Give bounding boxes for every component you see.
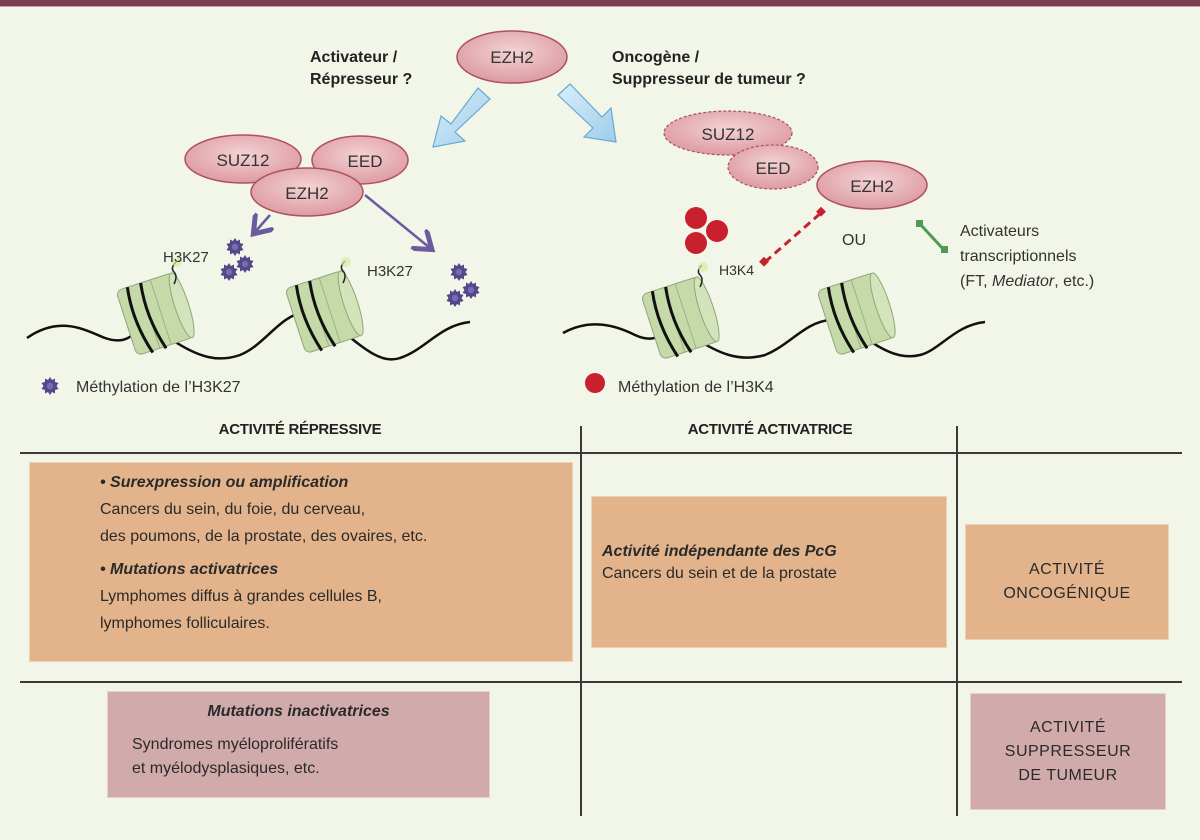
- legend-h3k4-text: Méthylation de l’H3K4: [618, 379, 774, 396]
- nucleosome-left-2: [283, 257, 370, 358]
- dashed-interaction-line: [764, 210, 823, 264]
- question-right-line-2: Suppresseur de tumeur ?: [612, 71, 806, 88]
- row-label-tumor-suppressor: ACTIVITÉ SUPPRESSEUR DE TUMEUR: [970, 693, 1166, 810]
- left-suz12-protein: [184, 134, 302, 184]
- activating-oncogenic-box: Activité indépendante des PcG Cancers du…: [591, 496, 947, 648]
- h3k27-methyl-cluster-2-icon: [446, 263, 480, 307]
- h3k4-legend-icon: [585, 373, 605, 393]
- right-ezh2-protein: [816, 160, 928, 210]
- pcg-independent-title: Activité indépendante des PcG: [602, 543, 837, 560]
- table-divider-header: [20, 452, 1182, 454]
- top-ezh2-protein: EZH2: [456, 30, 568, 84]
- legend-h3k27-text: Méthylation de l’H3K27: [76, 379, 241, 396]
- overexpression-title: • Surexpression ou amplification: [100, 474, 349, 491]
- purple-arrow-right-icon: [364, 194, 430, 248]
- svg-text:EZH2: EZH2: [850, 177, 893, 196]
- svg-text:SUZ12: SUZ12: [702, 125, 755, 144]
- overexpression-line-1: Cancers du sein, du foie, du cerveau,: [100, 501, 366, 518]
- header-repressive-activity: ACTIVITÉ RÉPRESSIVE: [218, 421, 382, 438]
- diagram-canvas: EZH2 SUZ12 EED EZH2 H3K27 H3K27: [26, 30, 1094, 396]
- table-divider-row: [20, 681, 1182, 683]
- activating-mutations-title: • Mutations activatrices: [100, 561, 279, 578]
- svg-text:EED: EED: [756, 159, 791, 178]
- table-divider-col-2: [956, 426, 958, 816]
- blue-arrow-right-icon: [557, 83, 617, 143]
- pcg-independent-line: Cancers du sein et de la prostate: [602, 565, 837, 582]
- row-label-oncogenic-line-1: ACTIVITÉ: [1028, 561, 1105, 578]
- repressive-oncogenic-box: • Surexpression ou amplification Cancers…: [29, 462, 573, 662]
- dna-strand-right: [562, 318, 986, 359]
- h3k27-label-2: H3K27: [367, 263, 413, 280]
- activating-mutations-line-1: Lymphomes diffus à grandes cellules B,: [100, 588, 382, 605]
- row-label-oncogenic: ACTIVITÉ ONCOGÉNIQUE: [965, 524, 1169, 640]
- question-left-line-1: Activateur /: [310, 49, 398, 66]
- row-label-suppressor-line-3: DE TUMEUR: [1018, 766, 1118, 784]
- inactivating-mutations-line-2: et myélodysplasiques, etc.: [132, 760, 320, 777]
- nucleosome-left-1: [114, 257, 201, 360]
- h3k27-legend-icon: [41, 377, 59, 395]
- activators-detail: (FT, Mediator, etc.): [960, 273, 1094, 290]
- oncogene-suppressor-question: Oncogène / Suppresseur de tumeur ?: [612, 47, 806, 91]
- left-prc2-complex: SUZ12 EED EZH2: [184, 134, 409, 217]
- activating-mutations-line-2: lymphomes folliculaires.: [100, 615, 270, 632]
- h3k27-label-1: H3K27: [163, 249, 209, 266]
- left-ezh2-protein: [250, 167, 364, 217]
- header-activating-activity: ACTIVITÉ ACTIVATRICE: [687, 421, 853, 438]
- or-label: OU: [842, 232, 866, 249]
- inactivating-mutations-line-1: Syndromes myéloprolifératifs: [132, 736, 339, 753]
- activators-label: Activateurs transcriptionnels: [960, 223, 1077, 265]
- blue-arrow-left-icon: [432, 87, 491, 148]
- svg-text:EED: EED: [348, 152, 383, 171]
- svg-text:EZH2: EZH2: [285, 184, 328, 203]
- question-right-line-1: Oncogène /: [612, 49, 700, 66]
- h3k4-methyl-cluster-icon: [685, 207, 728, 254]
- dna-strand-left: [26, 310, 471, 361]
- repressive-suppressor-box: Mutations inactivatrices Syndromes myélo…: [107, 691, 490, 798]
- question-left-line-2: Répresseur ?: [310, 71, 413, 88]
- right-suz12-protein: [663, 110, 793, 156]
- top-border-bar: [0, 0, 1200, 7]
- overexpression-line-2: des poumons, de la prostate, des ovaires…: [100, 528, 428, 545]
- row-label-suppressor-line-1: ACTIVITÉ: [1029, 718, 1106, 736]
- green-activator-connector-icon: [916, 220, 948, 253]
- purple-arrow-left-icon: [255, 215, 270, 232]
- right-eed-protein: [727, 144, 819, 190]
- row-label-oncogenic-line-2: ONCOGÉNIQUE: [1003, 585, 1131, 602]
- table-divider-col-1: [580, 426, 582, 816]
- h3k27-methyl-cluster-1-icon: [220, 238, 254, 281]
- row-label-suppressor-line-2: SUPPRESSEUR: [1004, 742, 1132, 760]
- svg-text:EZH2: EZH2: [490, 48, 533, 67]
- right-prc2-complex: SUZ12 EED EZH2: [663, 110, 928, 210]
- h3k4-label: H3K4: [719, 262, 754, 278]
- activator-repressor-question: Activateur / Répresseur ?: [310, 47, 412, 91]
- nucleosome-right-2: [815, 269, 902, 360]
- nucleosome-right-1: [639, 262, 726, 364]
- inactivating-mutations-title: Mutations inactivatrices: [207, 703, 390, 720]
- svg-text:SUZ12: SUZ12: [217, 151, 270, 170]
